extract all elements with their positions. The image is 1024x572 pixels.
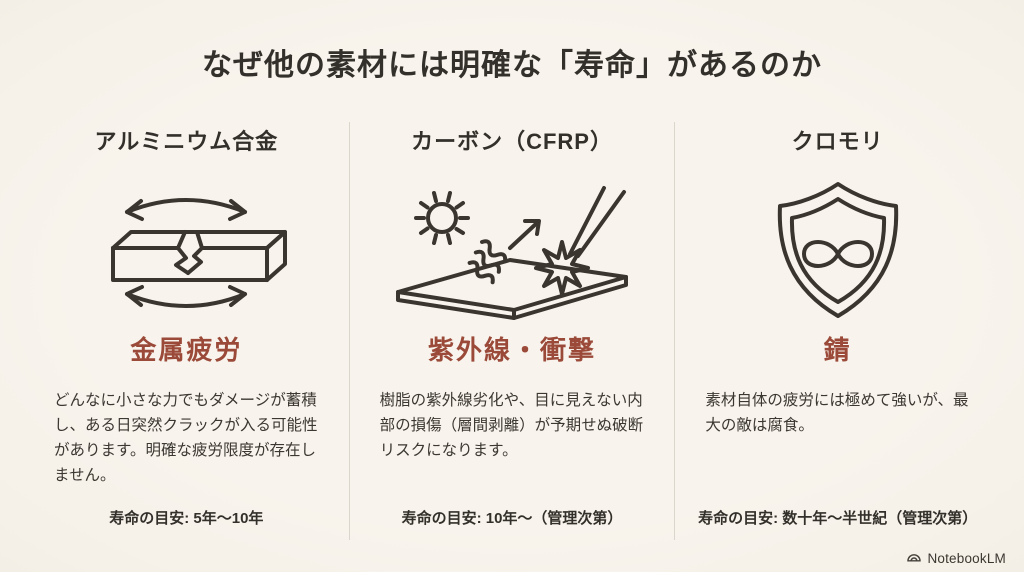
materials-row: アルミニウム合金 [24,118,1000,542]
shield-infinity-icon-svg [777,182,898,318]
notebooklm-branding: NotebookLM [906,550,1006,566]
notebooklm-icon [907,554,922,562]
column-carbon-header: カーボン（CFRP） [411,129,613,154]
column-chromoly-risk-label: 錆 [823,335,852,365]
column-carbon-risk-label: 紫外線・衝撃 [428,335,597,365]
column-divider [348,122,350,540]
column-aluminum-header: アルミニウム合金 [94,129,279,154]
column-chromoly-lifespan: 寿命の目安: 数十年〜半世紀（管理次第） [698,510,978,527]
column-carbon: カーボン（CFRP） [350,118,675,542]
uv-impact-plate-icon [390,170,634,332]
slide-title: なぜ他の素材には明確な「寿命」があるのか [202,49,822,82]
column-carbon-description: 樹脂の紫外線劣化や、目に見えない内部の損傷（層間剥離）が予期せぬ破断リスクになり… [379,392,644,460]
notebooklm-label: NotebookLM [927,550,1006,566]
column-chromoly-header: クロモリ [791,129,884,154]
column-aluminum-description: どんなに小さな力でもダメージが蓄積し、ある日突然クラックが入る可能性があります。… [54,392,318,485]
column-aluminum-lifespan: 寿命の目安: 5年〜10年 [109,510,264,527]
cracked-beam-fatigue-icon-svg [111,198,288,308]
cracked-beam-fatigue-icon [75,170,297,332]
uv-impact-plate-icon-svg [396,186,628,320]
column-aluminum-risk-label: 金属疲労 [130,335,243,365]
column-chromoly: クロモリ 錆 素材自体の疲労には極めて強いが、最大の敵は腐食。 寿命の目安: 数… [675,118,1000,542]
shield-infinity-icon [758,170,918,332]
column-carbon-lifespan: 寿命の目安: 10年〜（管理次第） [401,510,623,527]
column-aluminum: アルミニウム合金 [24,118,349,542]
column-chromoly-description: 素材自体の疲労には極めて強いが、最大の敵は腐食。 [705,392,969,435]
column-divider [674,122,676,540]
